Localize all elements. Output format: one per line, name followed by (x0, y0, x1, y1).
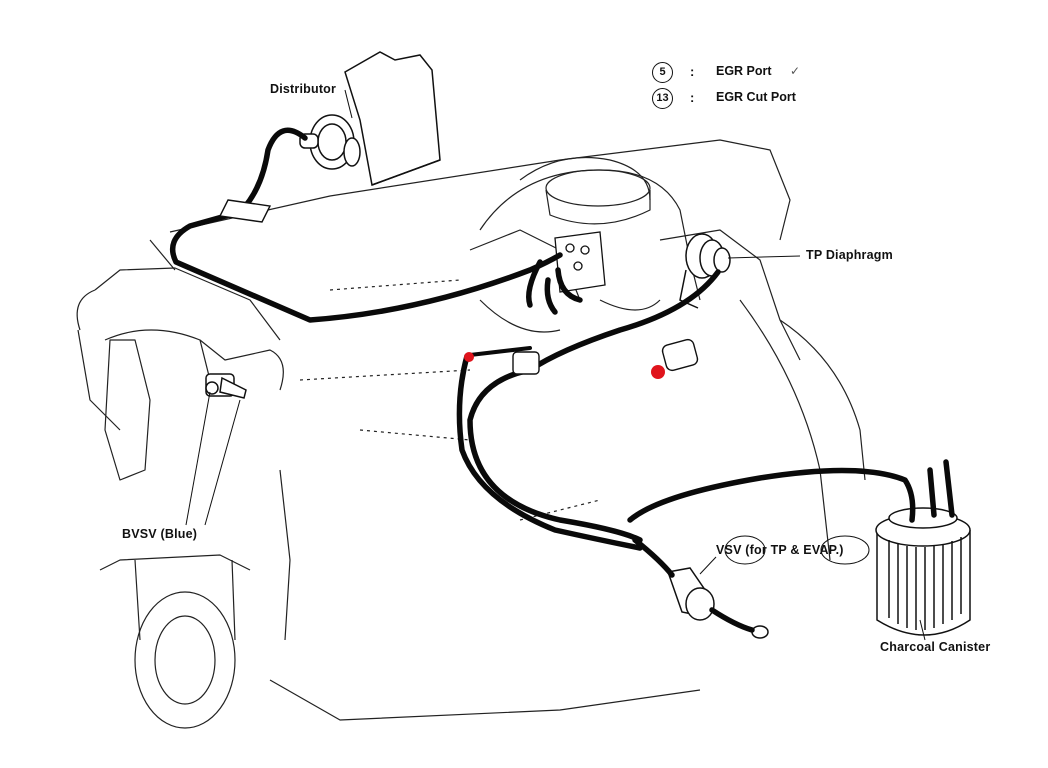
port-marker-left (464, 352, 474, 362)
tp-diaphragm-label: TP Diaphragm (806, 248, 893, 262)
tp-diaphragm (679, 233, 731, 309)
distributor (299, 51, 441, 187)
charcoal-canister-label: Charcoal Canister (880, 640, 991, 654)
vacuum-hoses (170, 127, 955, 633)
legend-text-egr-cut-port: EGR Cut Port (716, 90, 796, 104)
port-markers (464, 352, 665, 379)
engine-block-outline (76, 139, 866, 729)
bvsv-valve (205, 373, 247, 399)
bvsv-label: BVSV (Blue) (122, 527, 198, 541)
vsv-valve (667, 567, 769, 639)
legend-colon: : (690, 90, 695, 105)
vsv-label: VSV (for TP & EVAP.) (716, 543, 844, 557)
port-marker-right (651, 365, 665, 379)
distributor-label: Distributor (270, 82, 337, 96)
check-mark-icon: ✓ (790, 64, 801, 78)
legend-number-egr-port: 5 (652, 62, 673, 83)
legend-text-egr-port: EGR Port (716, 64, 772, 78)
legend-colon: : (690, 64, 695, 79)
legend-number-egr-cut-port: 13 (652, 88, 673, 109)
charcoal-canister (875, 507, 971, 636)
hose-fittings (218, 199, 699, 375)
leader-lines (185, 89, 926, 641)
